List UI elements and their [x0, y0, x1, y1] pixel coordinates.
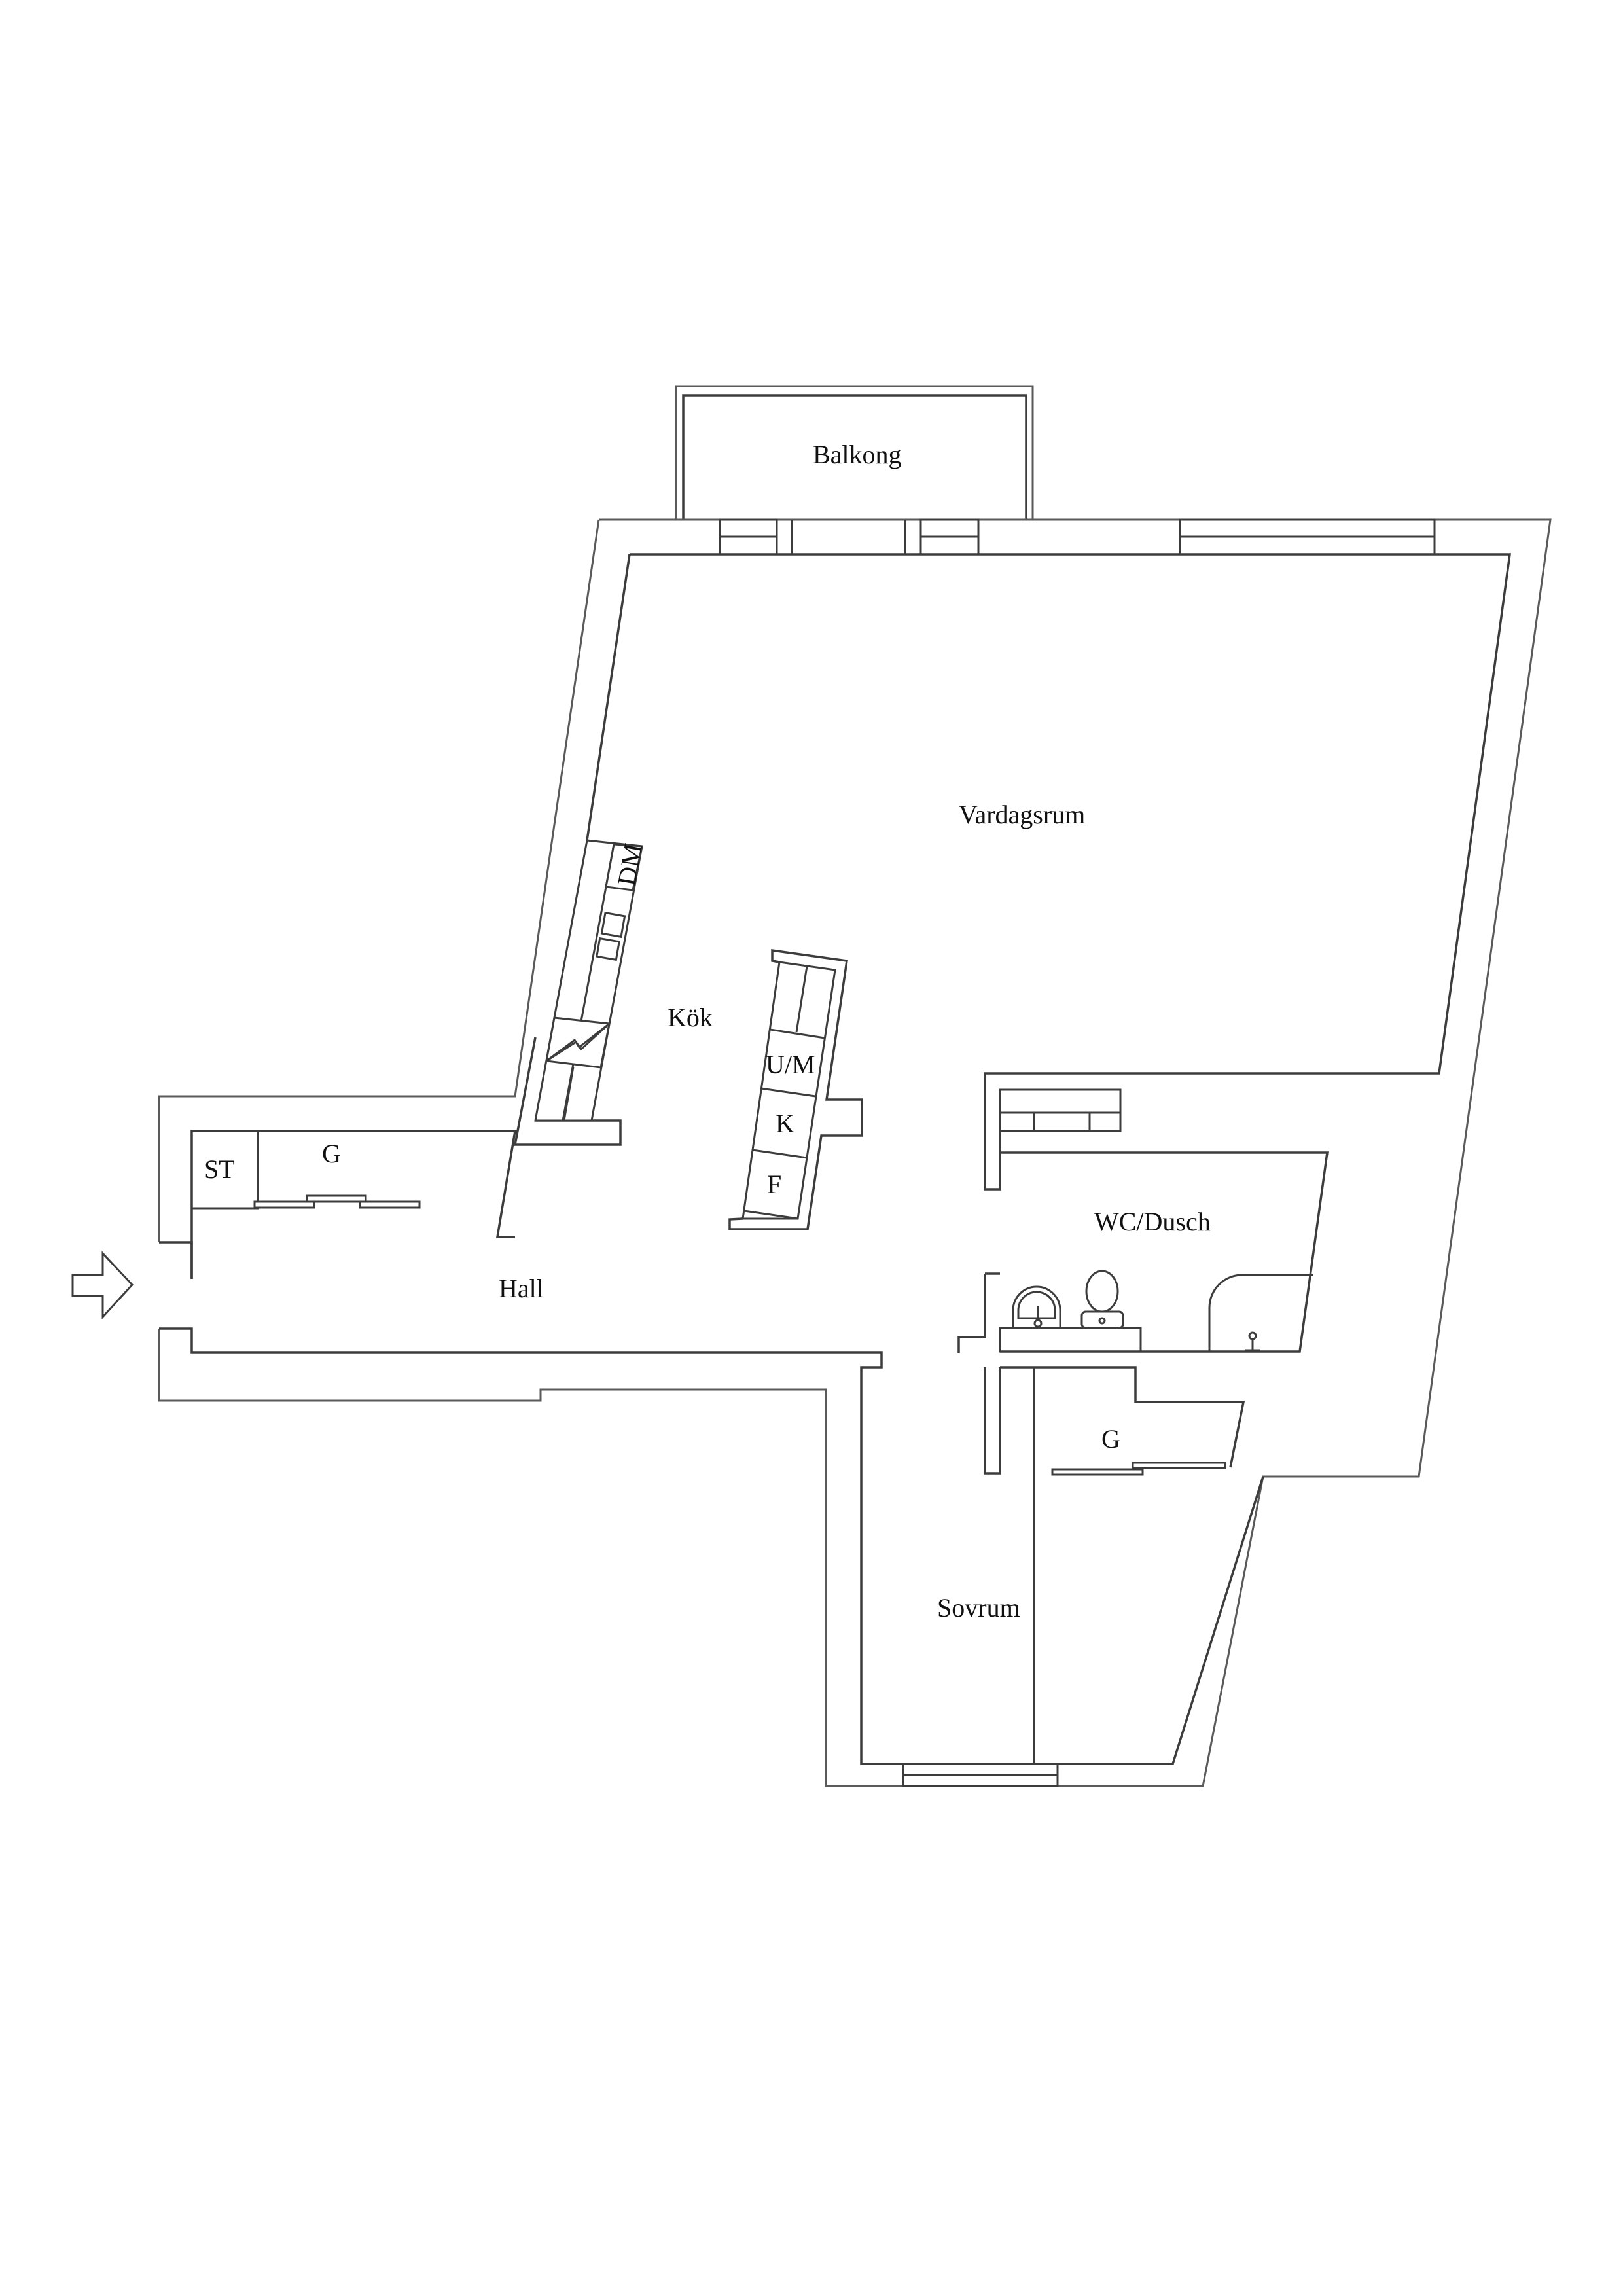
- kitchen-island: [728, 948, 863, 1230]
- room-label-hall: Hall: [499, 1274, 544, 1303]
- appliance-label-dm: DM: [612, 841, 649, 888]
- stove-icon: [545, 1016, 611, 1069]
- entrance-arrow-icon: [71, 1251, 134, 1319]
- room-label-g-sovrum: G: [1101, 1424, 1120, 1454]
- appliance-label-um: U/M: [766, 1050, 815, 1079]
- shower-icon: [1208, 1274, 1313, 1352]
- toilet-icon: [1080, 1270, 1124, 1329]
- outer-walls: [158, 518, 1552, 1787]
- washbasin-icon: [1012, 1285, 1061, 1328]
- room-label-g-hall: G: [322, 1139, 341, 1168]
- room-label-vardagsrum: Vardagsrum: [959, 800, 1085, 829]
- appliance-label-f: F: [767, 1170, 781, 1199]
- inner-walls: [159, 553, 1512, 1787]
- room-label-sovrum: Sovrum: [937, 1593, 1020, 1623]
- appliance-label-k: K: [776, 1109, 794, 1138]
- room-label-st: ST: [204, 1155, 235, 1184]
- bathroom: [957, 1088, 1329, 1353]
- bedroom-closet: [984, 1366, 1245, 1764]
- room-label-wc-dusch: WC/Dusch: [1094, 1207, 1211, 1236]
- hall-closets: [190, 1130, 517, 1210]
- top-windows: [719, 518, 1436, 556]
- kitchen-counter-left: [534, 839, 643, 1122]
- room-label-balkong: Balkong: [813, 440, 902, 469]
- room-label-kok: Kök: [668, 1003, 713, 1032]
- balcony: [675, 385, 1034, 520]
